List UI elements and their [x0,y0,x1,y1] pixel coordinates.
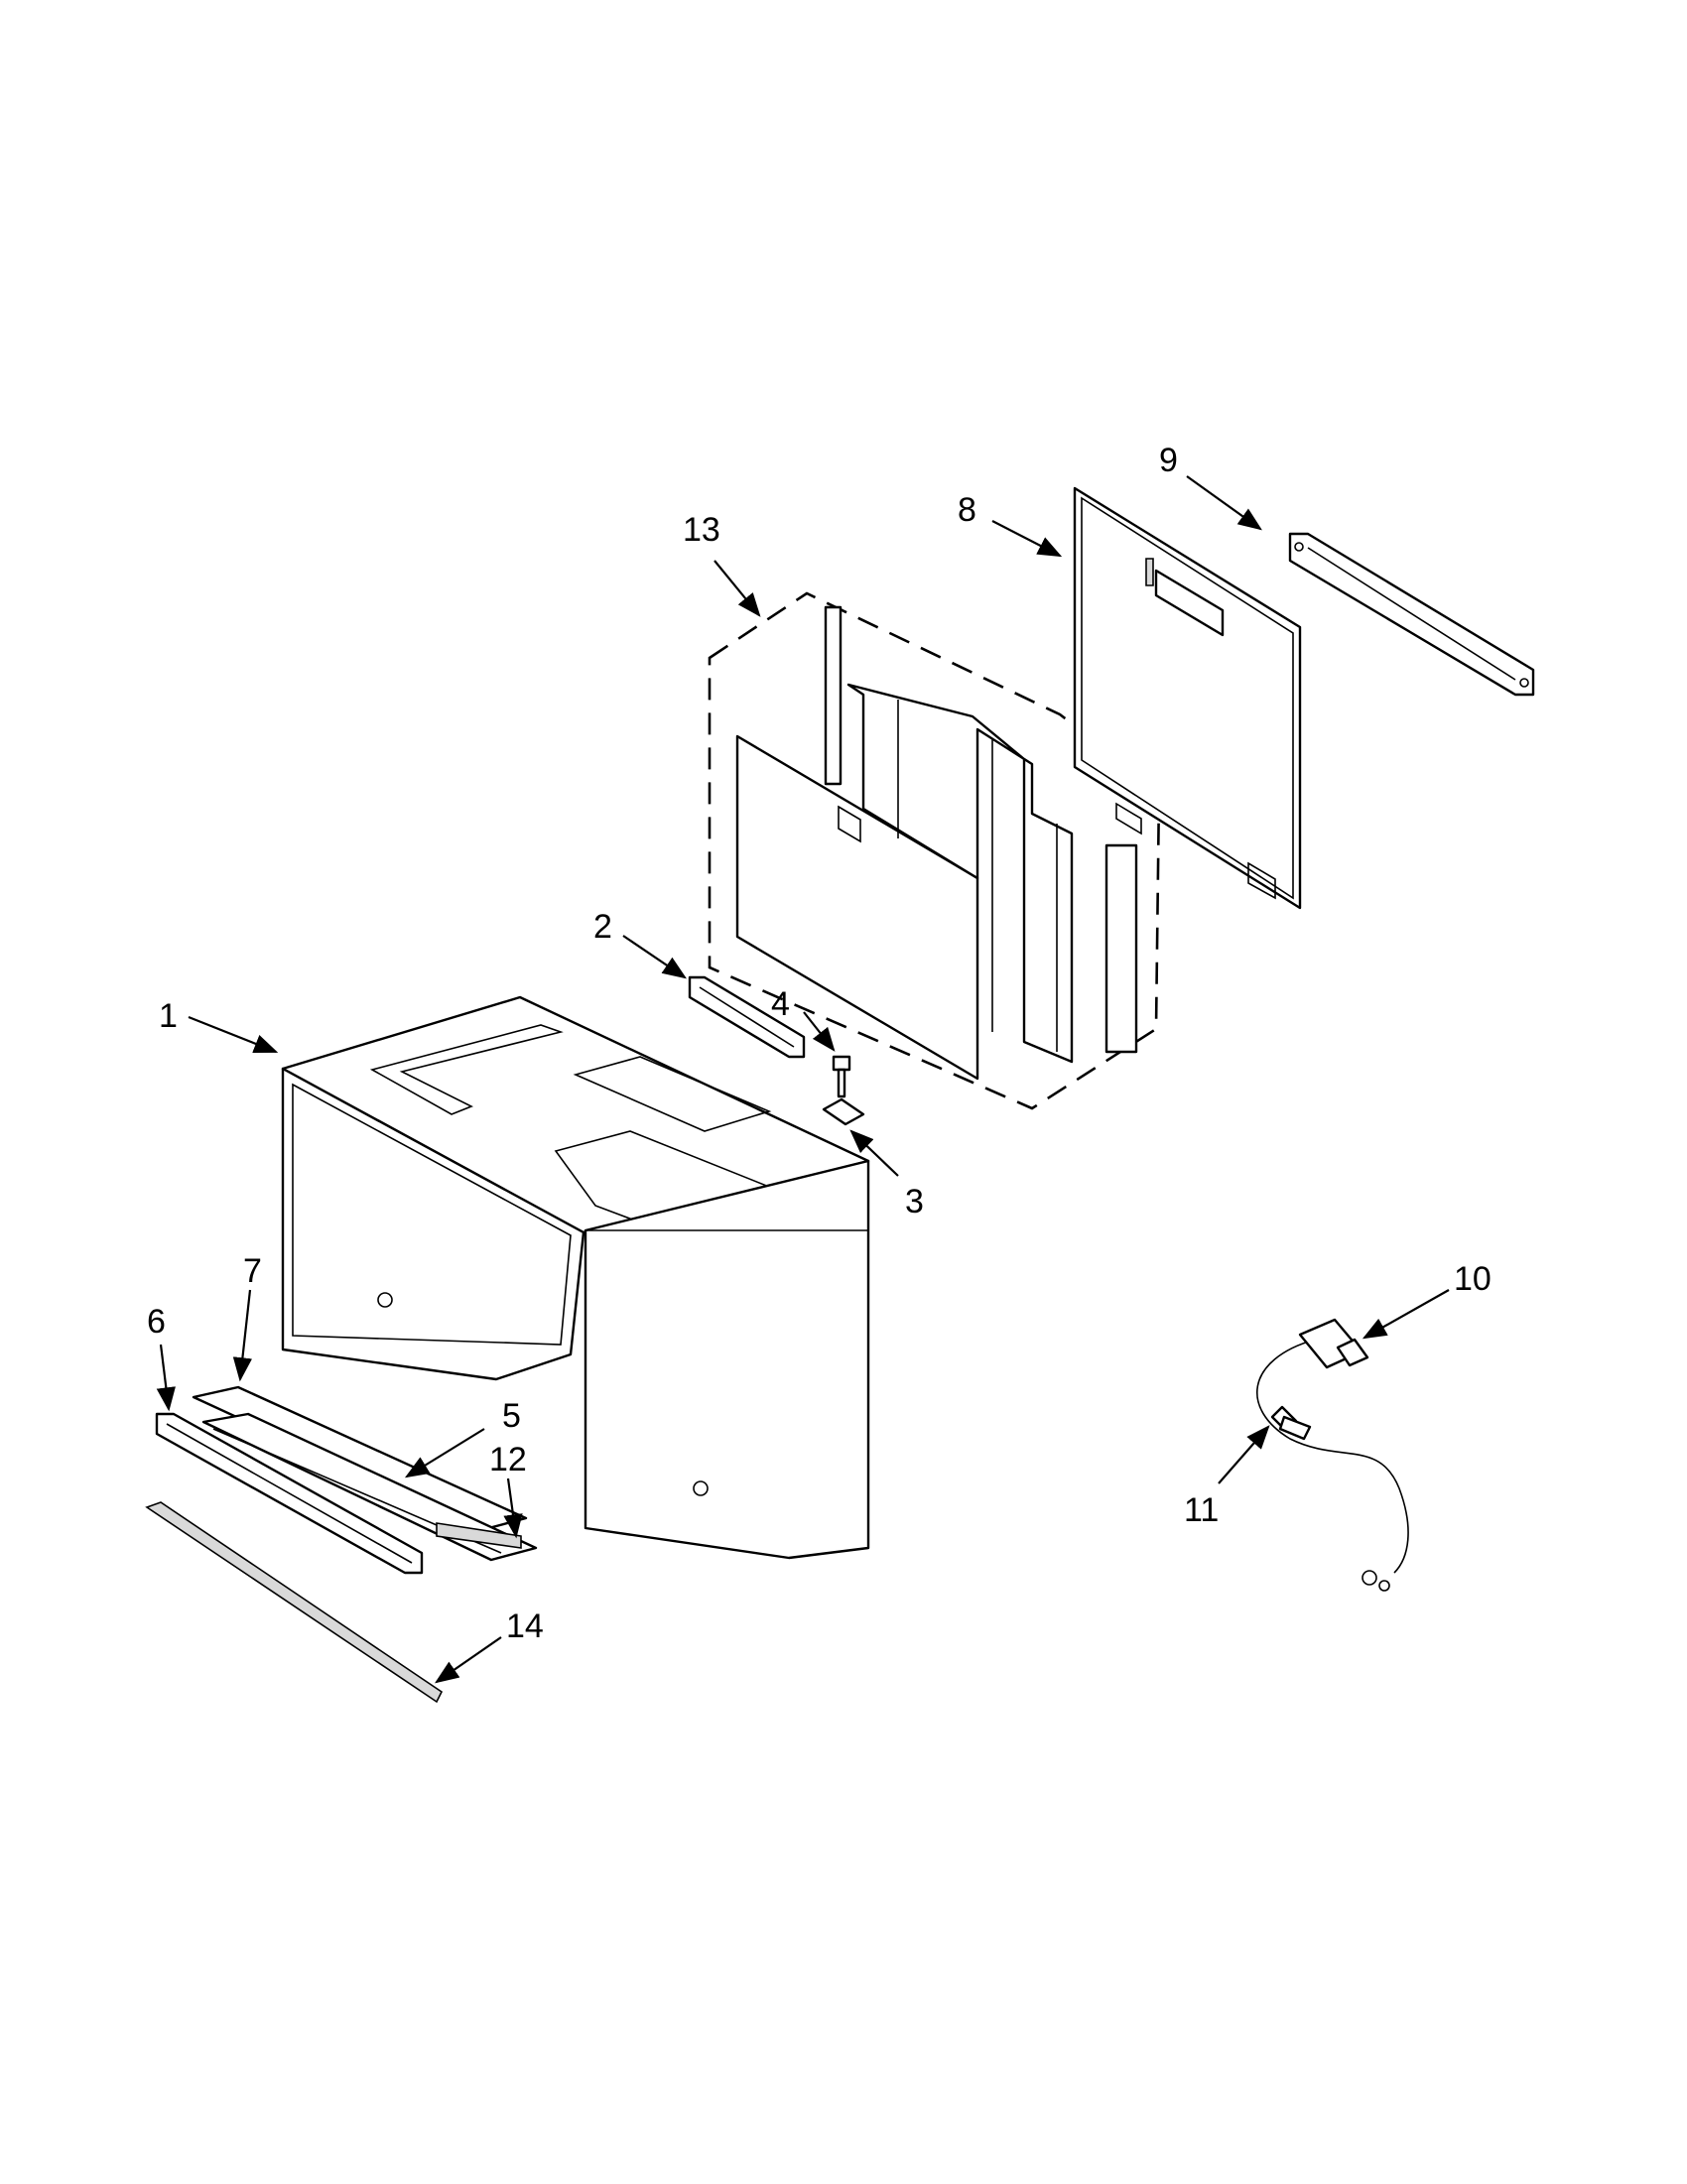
callout-1: 1 [159,997,178,1035]
callout-6: 6 [147,1303,166,1341]
part-13-panel-kit [708,591,1161,1110]
part-4-screw [832,1055,851,1098]
callout-8: 8 [958,491,976,529]
leader-2 [622,935,688,979]
callout-4: 4 [771,985,790,1023]
part-11-ground-screw [1270,1405,1312,1441]
leader-lines [156,475,1450,1684]
leader-8 [991,520,1063,558]
part-9-mounting-bracket [1288,532,1535,697]
leader-12 [503,1477,523,1539]
leader-7 [232,1289,253,1382]
callout-12: 12 [489,1441,527,1478]
part-2-vent-assembly [688,975,806,1059]
callout-3: 3 [905,1183,924,1220]
leader-14 [435,1636,502,1684]
part-10-power-cord [1256,1318,1409,1592]
callout-labels: 1 2 3 4 5 6 7 8 9 10 11 12 13 14 [147,442,1492,1645]
part-1-cabinet [281,995,870,1560]
leader-3 [849,1129,899,1177]
part-6-front-trim [155,1412,424,1575]
callout-13: 13 [683,511,720,549]
leader-9 [1186,475,1262,531]
callout-2: 2 [593,908,612,946]
callout-14: 14 [506,1607,544,1645]
callout-5: 5 [502,1397,521,1435]
part-8-back-panel [1073,486,1302,910]
leader-1 [188,1015,279,1054]
callout-9: 9 [1159,442,1178,479]
callout-7: 7 [243,1252,262,1290]
leader-11 [1218,1425,1270,1484]
leader-4 [803,1011,836,1052]
part-14-strip [145,1501,444,1704]
callout-10: 10 [1454,1260,1492,1298]
leader-6 [156,1344,176,1412]
callout-11: 11 [1184,1491,1219,1529]
part-3-plate [822,1097,865,1126]
leader-10 [1362,1289,1450,1340]
part-12-tray-corner [436,1522,522,1549]
leader-5 [404,1428,485,1478]
leader-13 [714,560,761,617]
